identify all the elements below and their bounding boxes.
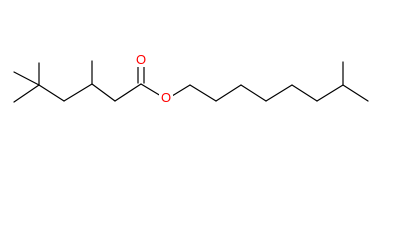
carbonyl-oxygen-background (134, 52, 148, 67)
bond-carbonyl-to-ester-oxygen (140, 83, 162, 97)
bond-ch2-to-ch (63, 83, 93, 102)
molecule-skeleton (13, 60, 369, 103)
bond-tail-1 (189, 84, 217, 102)
carbonyl-oxygen-label: O (136, 52, 146, 67)
bond-ch2-to-carbonyl (114, 83, 142, 102)
bond-tail-4 (265, 84, 293, 102)
bond-tbutyl-methyl-left (13, 71, 40, 86)
bond-tbutyl-to-ch2 (38, 84, 65, 102)
ester-oxygen-label: O (161, 90, 171, 105)
bond-ester-oxygen-to-chain (171, 84, 191, 97)
atom-labels: O O (134, 52, 173, 105)
bond-tail-7 (342, 84, 369, 102)
molecule-canvas: O O (13, 52, 369, 105)
ester-oxygen-background (159, 90, 173, 105)
bond-tail-3 (240, 84, 267, 102)
bond-tail-5 (291, 84, 318, 102)
bond-tbutyl-methyl-bottom (13, 84, 40, 103)
bond-ch-to-ch2 (91, 83, 116, 102)
bond-tail-2 (215, 84, 242, 102)
bond-tail-6 (316, 84, 344, 102)
